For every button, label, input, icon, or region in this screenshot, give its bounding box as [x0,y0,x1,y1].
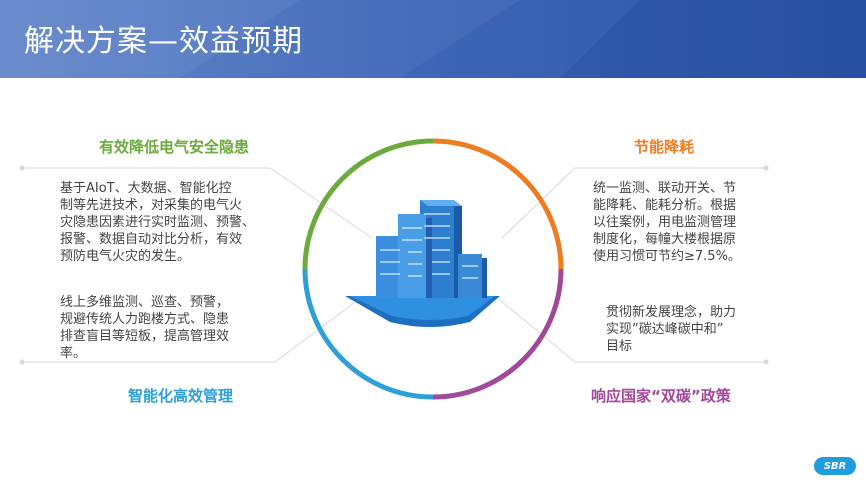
text-top-left: 基于AIoT、大数据、智能化控 制等先进技术，对采集的电气火 灾隐患因素进行实时… [60,181,256,264]
ring-arc-blue [302,268,434,400]
heading-top-left: 有效降低电气安全隐患 [99,138,250,156]
ring-arc-orange [432,138,564,270]
connector-dots [19,165,769,365]
ring-arc-purple [432,268,564,400]
building-windows [380,213,478,279]
connector-top-right [501,167,766,239]
building-tower [398,214,426,298]
connector-bottom-right [499,299,766,363]
connector-dot [763,165,769,171]
connector-lines [22,167,766,363]
color-ring [302,138,564,400]
text-bottom-right: 贯彻新发展理念，助力 实现”碳达峰碳中和” 目标 [606,305,737,354]
connector-bottom-left [22,299,359,363]
connector-top-left [22,167,373,239]
building-tower [458,254,482,298]
connector-dot [19,359,25,365]
building-illustration [345,200,500,327]
text-bottom-left: 线上多维监测、巡查、预警， 规避传统人力跑楼方式、隐患 排查盲目等短板，提高管理… [60,295,230,361]
heading-bottom-right: 响应国家“双碳”政策 [591,387,731,405]
heading-top-right: 节能降耗 [634,138,695,156]
text-top-right: 统一监测、联动开关、节 能降耗、能耗分析。根据 以往案例，用电监测管理 制度化，… [593,181,741,264]
connector-dot [763,359,769,365]
header-banner: 解决方案—效益预期 [0,0,866,78]
connector-dot [19,165,25,171]
heading-bottom-left: 智能化高效管理 [128,387,234,405]
page-title: 解决方案—效益预期 [24,24,303,59]
ring-arc-green [302,138,434,270]
company-logo: SBR [814,457,856,475]
banner-decoration [0,0,866,78]
